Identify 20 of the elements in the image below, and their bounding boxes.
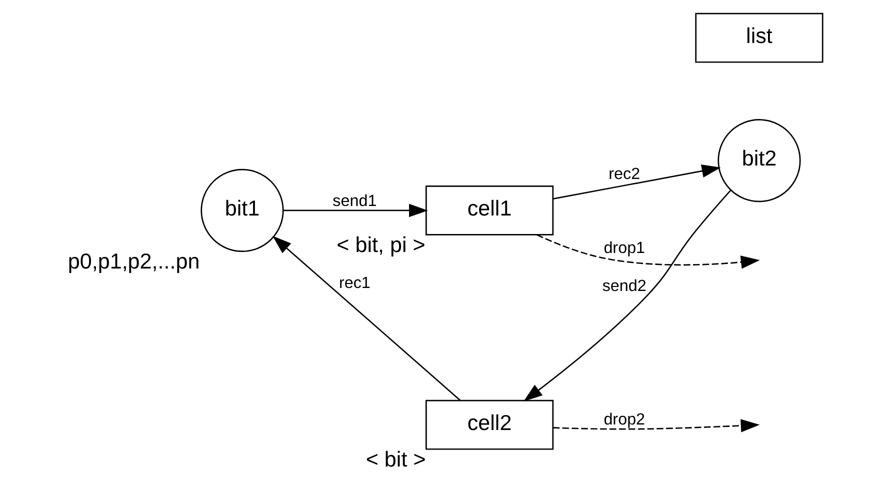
arrow	[282, 204, 428, 218]
arrow	[523, 190, 731, 402]
edge-label: send2	[602, 276, 646, 295]
arrow	[552, 164, 720, 200]
edge-label: send1	[332, 192, 376, 210]
node-circle: bit2	[717, 119, 800, 202]
node-circle: bit1	[200, 168, 284, 252]
arrow	[536, 234, 760, 269]
node-box: list	[694, 12, 823, 63]
edge-label: rec1	[338, 274, 370, 292]
node-label: < bit, pi >	[336, 232, 425, 257]
arrow	[552, 419, 760, 432]
node-box: cell1	[425, 186, 554, 236]
edge-label: drop1	[603, 239, 645, 258]
edge-label: drop2	[603, 410, 645, 428]
node-label: < bit >	[365, 446, 426, 472]
edge-label: rec2	[608, 164, 640, 183]
node-label: p0,p1,p2,...pn	[67, 248, 200, 274]
node-box: cell2	[425, 400, 554, 450]
arrow	[272, 236, 460, 401]
